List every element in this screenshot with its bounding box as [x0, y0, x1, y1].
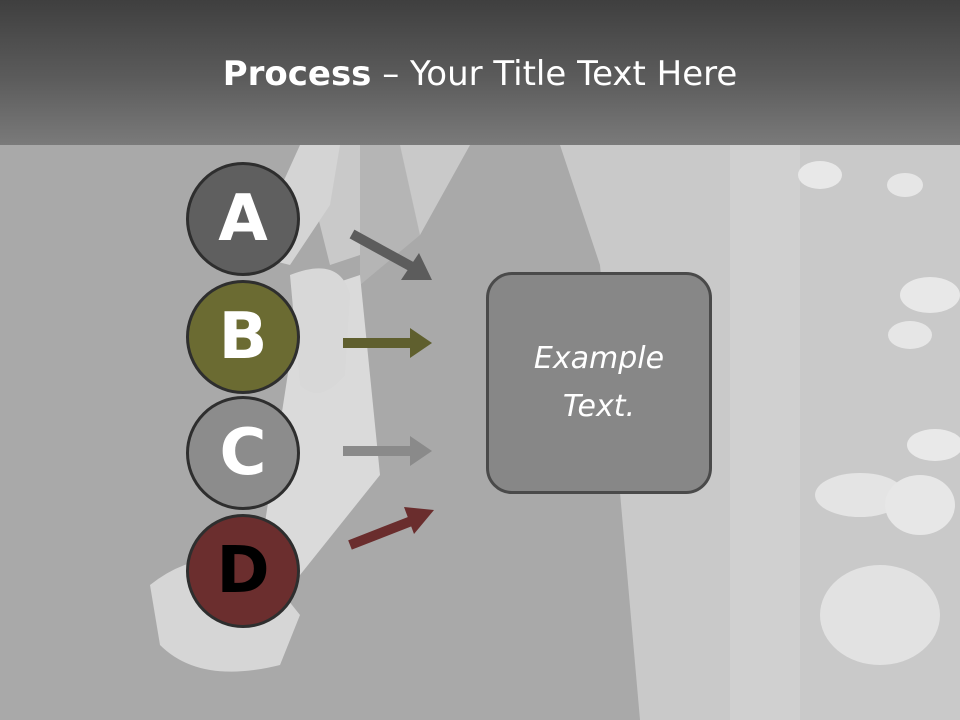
- arrow-a: [349, 229, 432, 280]
- slide-title: Process – Your Title Text Here: [0, 52, 960, 96]
- step-c-letter: C: [219, 416, 267, 490]
- arrow-c: [343, 436, 432, 466]
- step-b-letter: B: [218, 300, 268, 374]
- example-text-box: Example Text.: [486, 272, 712, 494]
- background-photo: [0, 145, 960, 720]
- step-a-circle: A: [186, 162, 300, 276]
- arrow-d: [348, 507, 434, 550]
- step-c-circle: C: [186, 396, 300, 510]
- title-rest: – Your Title Text Here: [371, 54, 738, 94]
- step-b-circle: B: [186, 280, 300, 394]
- title-bold: Process: [222, 54, 372, 94]
- step-d-letter: D: [216, 534, 270, 608]
- step-d-circle: D: [186, 514, 300, 628]
- example-text: Example Text.: [533, 341, 665, 424]
- title-bar: Process – Your Title Text Here: [0, 0, 960, 145]
- step-a-letter: A: [218, 182, 268, 256]
- arrow-b: [343, 328, 432, 358]
